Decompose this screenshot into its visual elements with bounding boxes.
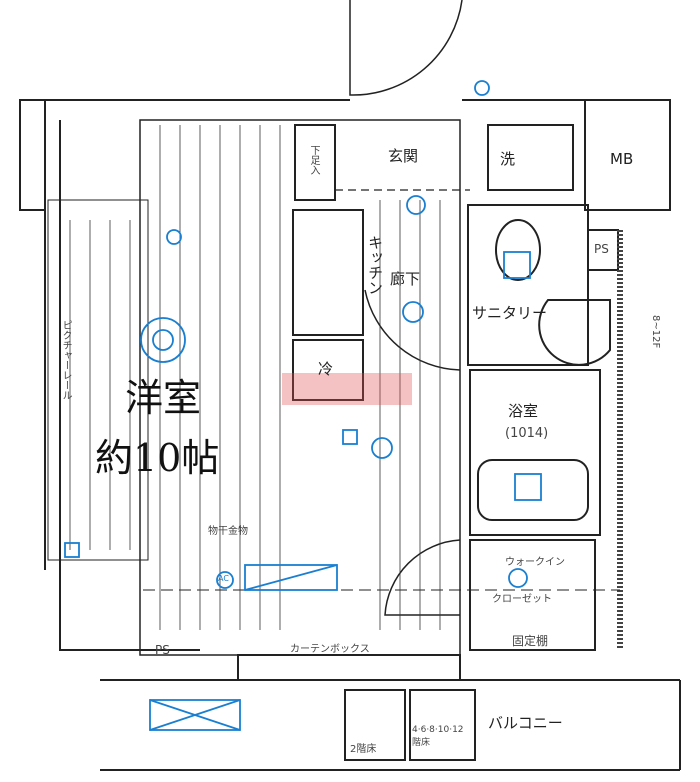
fixed-shelf-label: 固定棚 xyxy=(512,634,549,648)
mb-label: MB xyxy=(610,150,634,168)
balcony-outline xyxy=(100,679,681,771)
bath-label: 浴室 xyxy=(508,402,539,420)
mb-box xyxy=(584,99,671,211)
kitchen-counter xyxy=(292,209,364,336)
shoe-box xyxy=(294,124,336,201)
window xyxy=(237,654,461,681)
ps-label-top: PS xyxy=(594,242,609,256)
kitchen-label: キッチン xyxy=(366,235,384,295)
floor-others-label: 4·6·8·10·12階床 xyxy=(412,725,464,748)
western-room-label: 洋室 xyxy=(125,376,202,420)
watermark xyxy=(282,373,412,405)
equipment-symbols xyxy=(64,80,542,731)
wash-basin xyxy=(538,299,611,366)
entrance-door xyxy=(349,0,463,96)
bath-size: (1014) xyxy=(505,426,549,441)
picture-rail-label: ピクチャーレール xyxy=(60,320,71,400)
fridge-space xyxy=(292,339,364,401)
curtain-box-label: カーテンボックス xyxy=(290,644,370,655)
floor-note: 8~12F xyxy=(650,315,661,349)
balcony-label: バルコニー xyxy=(488,714,563,732)
shoe-box-label: 下足入 xyxy=(308,145,319,175)
outer-wall xyxy=(20,99,660,651)
flooring-lines xyxy=(69,125,441,630)
toilet xyxy=(495,219,541,281)
floor2-label: 2階床 xyxy=(350,744,377,755)
ac-label: AC xyxy=(218,574,229,583)
wall-left-top xyxy=(19,99,46,211)
ps-label-bottom: PS xyxy=(155,643,170,657)
drying-rail-label: 物干金物 xyxy=(208,526,248,537)
closet-label: クローゼット xyxy=(492,594,552,605)
entrance-label: 玄関 xyxy=(388,147,419,165)
fridge-label: 冷 xyxy=(318,360,334,378)
bathtub xyxy=(477,459,589,521)
western-room-size: 約10帖 xyxy=(95,436,220,480)
walkin-closet xyxy=(469,539,596,651)
western-room-left xyxy=(47,199,149,561)
bath-room xyxy=(469,369,601,536)
washer-space xyxy=(487,124,574,191)
corridor-label: 廊下 xyxy=(390,270,421,288)
walkin-label: ウォークイン xyxy=(505,557,565,568)
sanitary-room xyxy=(467,204,589,366)
sanitary-label: サニタリー xyxy=(472,304,548,322)
washer-label: 洗 xyxy=(500,150,516,168)
